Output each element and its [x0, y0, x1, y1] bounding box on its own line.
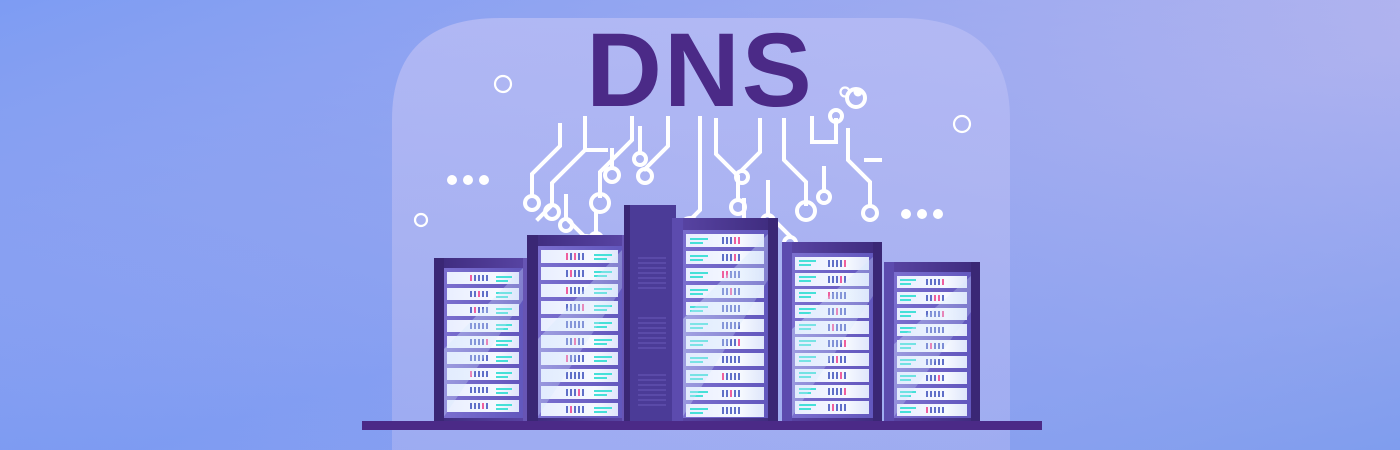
rack-far-right: [884, 262, 980, 425]
rack-center: [672, 218, 778, 425]
rack-center-back-panel: [624, 205, 676, 425]
decor-dots-left: [447, 175, 489, 185]
rack-right: [782, 242, 882, 425]
rack-left: [527, 235, 631, 425]
vent-grill: [638, 257, 666, 406]
decor-rings: [413, 74, 972, 228]
circuit-traces: [530, 116, 882, 249]
ground-bar: [362, 421, 1042, 430]
rack-far-left: [434, 258, 532, 425]
decor-dots-right: [901, 209, 943, 219]
page-title: DNS: [586, 12, 814, 129]
